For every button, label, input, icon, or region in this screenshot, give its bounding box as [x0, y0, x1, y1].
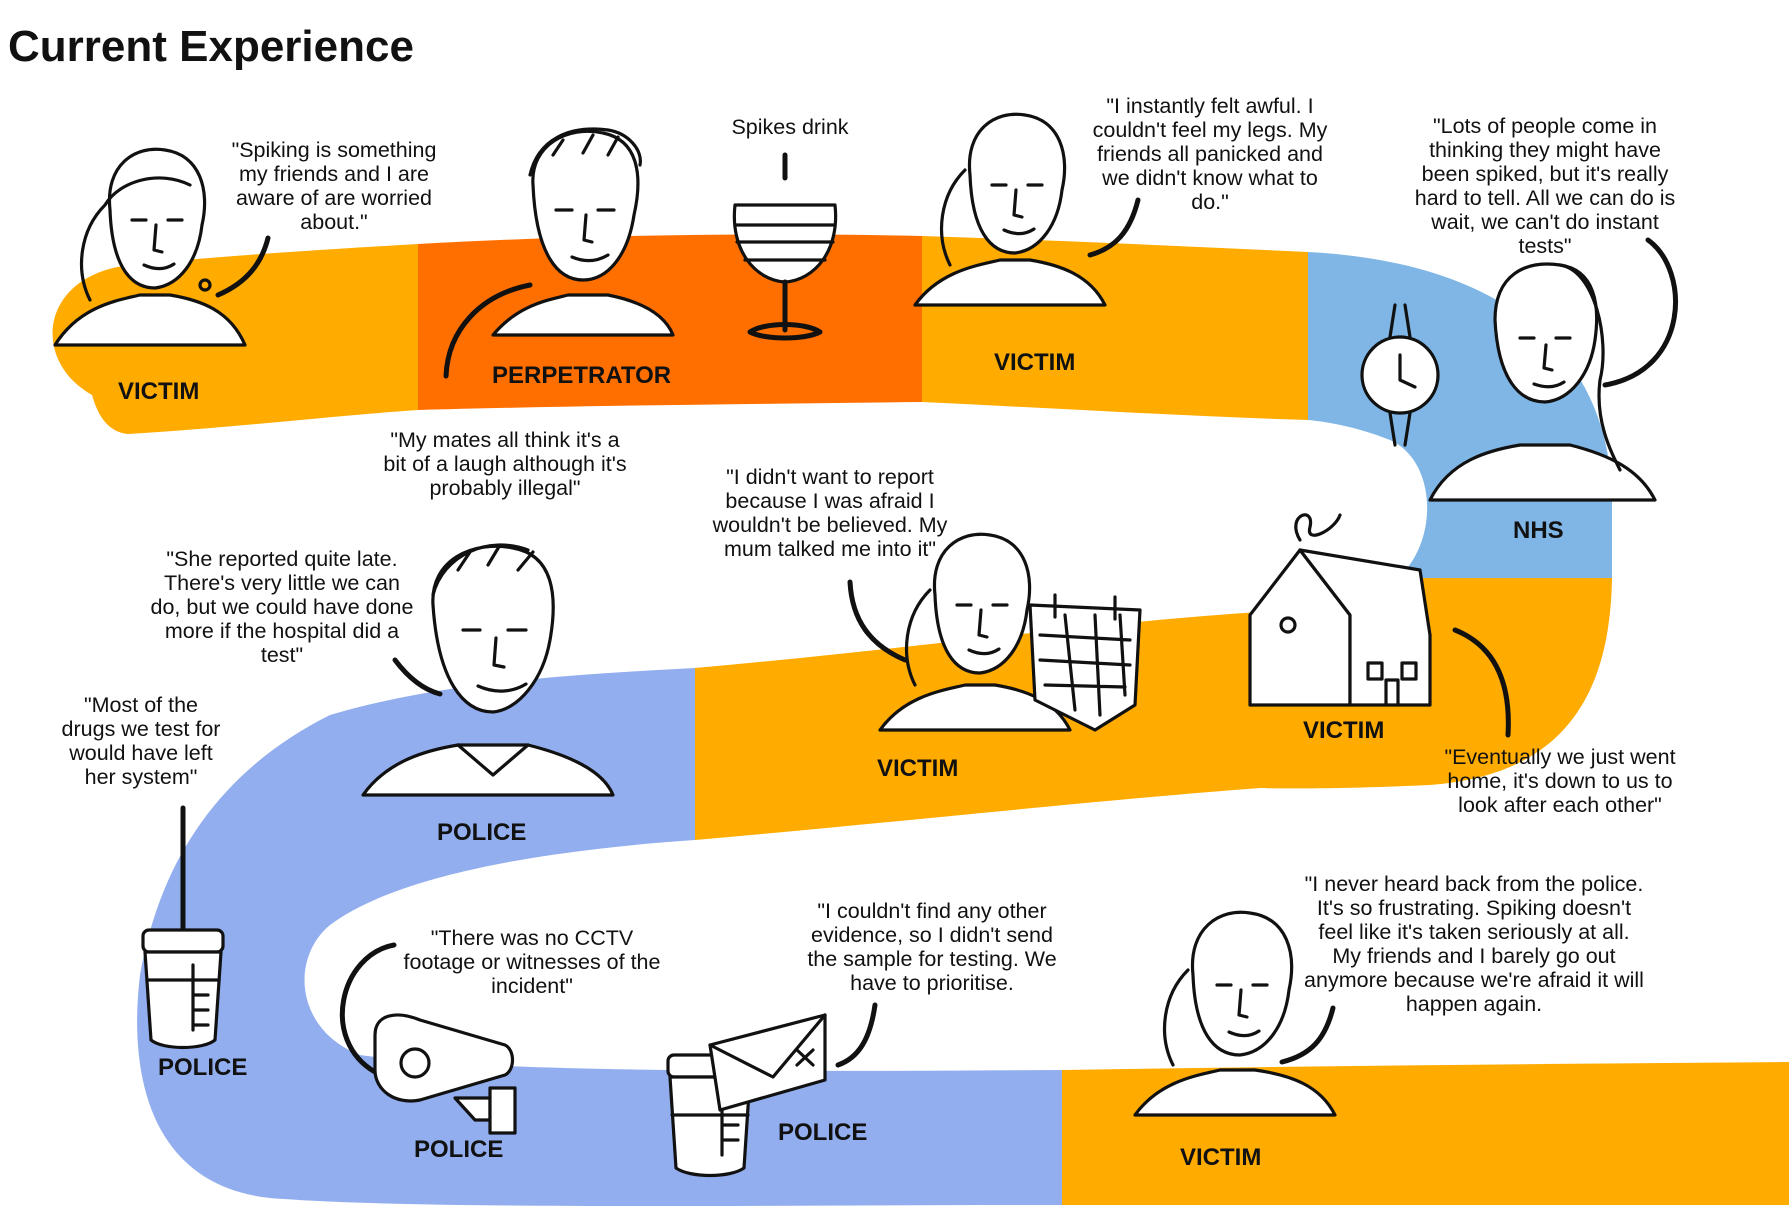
role-labels: VICTIM PERPETRATOR VICTIM NHS VICTIM VIC…	[118, 349, 1564, 1171]
label-nhs: NHS	[1513, 517, 1564, 544]
quote-line: "I never heard back from the police.	[1305, 872, 1644, 896]
quote-line: friends all panicked and	[1097, 142, 1323, 166]
quote-line: It's so frustrating. Spiking doesn't	[1317, 896, 1631, 920]
label-police-officer: POLICE	[437, 819, 526, 846]
label-victim-report: VICTIM	[877, 755, 958, 782]
label-victim-1: VICTIM	[118, 378, 199, 405]
quote-line: anymore because we're afraid it will	[1304, 968, 1644, 992]
page-title: Current Experience	[8, 22, 414, 71]
quote-line: have to prioritise.	[850, 971, 1014, 995]
label-police-sample: POLICE	[778, 1119, 867, 1146]
quote-line: "Most of the	[84, 693, 198, 717]
quote-victim-final: "I never heard back from the police.It's…	[1304, 872, 1644, 1016]
quote-line: test"	[261, 643, 303, 667]
victim-person-icon	[913, 112, 1107, 307]
quote-line: "There was no CCTV	[431, 926, 634, 950]
quote-police-officer: "She reported quite late.There's very li…	[151, 547, 414, 667]
road-segment-police	[137, 668, 1063, 1207]
perpetrator-person-icon	[491, 127, 675, 337]
quote-line: "I didn't want to report	[726, 465, 934, 489]
label-victim-2: VICTIM	[994, 349, 1075, 376]
nhs-person-icon	[1428, 262, 1657, 502]
label-victim-final: VICTIM	[1180, 1144, 1261, 1171]
quote-line: mum talked me into it"	[724, 537, 936, 561]
cctv-camera-icon	[373, 1013, 517, 1135]
quote-line: hard to tell. All we can do is	[1415, 186, 1676, 210]
quote-line: because I was afraid I	[725, 489, 934, 513]
clock-icon	[1360, 303, 1440, 447]
quote-line: probably illegal"	[429, 476, 580, 500]
sample-pot-icon	[141, 928, 225, 1050]
quote-line: feel like it's taken seriously at all.	[1318, 920, 1629, 944]
quote-line: There's very little we can	[164, 571, 400, 595]
quote-line: my friends and I are	[239, 162, 429, 186]
quote-line: look after each other"	[1458, 793, 1662, 817]
calendar-icon	[1028, 593, 1142, 732]
quote-line: happen again.	[1406, 992, 1542, 1016]
quote-line: more if the hospital did a	[165, 619, 399, 643]
spikes-drink-caption: Spikes drink	[731, 115, 848, 139]
quote-line: footage or witnesses of the	[404, 950, 661, 974]
quote-line: drugs we test for	[62, 717, 221, 741]
quote-line: "I couldn't find any other	[817, 899, 1046, 923]
quote-line: evidence, so I didn't send	[811, 923, 1053, 947]
label-perpetrator: PERPETRATOR	[492, 362, 671, 389]
callout-lines	[180, 197, 1678, 1075]
quote-line: thinking they might have	[1429, 138, 1661, 162]
label-police-cctv: POLICE	[414, 1136, 503, 1163]
quote-line: "Spiking is something	[232, 138, 437, 162]
quote-line: "Lots of people come in	[1433, 114, 1657, 138]
quote-line: "My mates all think it's a	[390, 428, 619, 452]
victim-person-icon	[53, 147, 247, 347]
victim-person-icon	[1133, 910, 1337, 1117]
quote-line: would have left	[68, 741, 212, 765]
quote-line: do."	[1191, 190, 1229, 214]
quote-line: home, it's down to us to	[1447, 769, 1672, 793]
quote-line: do, but we could have done	[151, 595, 414, 619]
police-officer-person-icon	[361, 543, 615, 797]
quote-line: bit of a laugh although it's	[383, 452, 626, 476]
quote-line: about."	[300, 210, 367, 234]
quote-line: her system"	[85, 765, 198, 789]
quote-line: aware of are worried	[236, 186, 432, 210]
quote-line: "Eventually we just went	[1444, 745, 1675, 769]
quote-line: wouldn't be believed. My	[712, 513, 948, 537]
quote-line: "I instantly felt awful. I	[1106, 94, 1313, 118]
quote-line: couldn't feel my legs. My	[1093, 118, 1328, 142]
quote-line: "She reported quite late.	[166, 547, 397, 571]
quote-line: the sample for testing. We	[807, 947, 1056, 971]
quote-line: wait, we can't do instant	[1430, 210, 1659, 234]
label-police-drugs: POLICE	[158, 1054, 247, 1081]
quote-line: been spiked, but it's really	[1422, 162, 1669, 186]
quote-line: we didn't know what to	[1101, 166, 1318, 190]
label-victim-home: VICTIM	[1303, 717, 1384, 744]
home-house-icon	[1248, 513, 1432, 707]
quote-line: incident"	[491, 974, 573, 998]
quote-line: tests"	[1518, 234, 1571, 258]
spiked-drink-glass-icon	[732, 152, 838, 341]
quote-line: My friends and I barely go out	[1332, 944, 1615, 968]
victim-person-icon	[878, 532, 1072, 732]
envelope-icon	[708, 1013, 827, 1112]
